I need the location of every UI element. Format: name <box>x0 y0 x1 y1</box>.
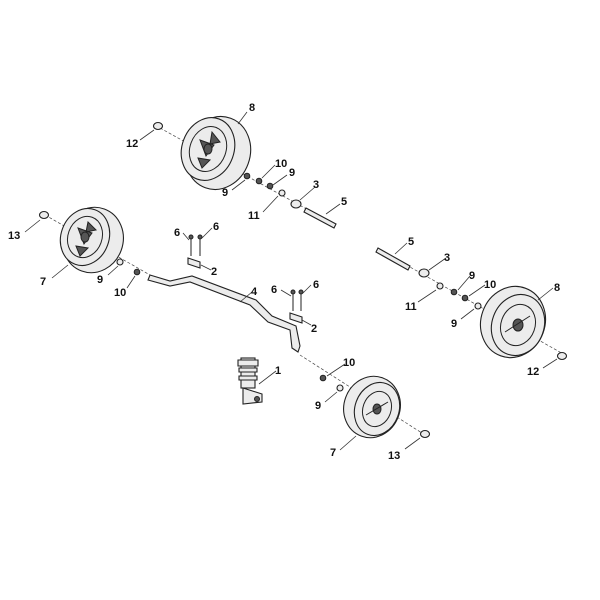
callout-9-front-left: 9 <box>97 274 103 286</box>
callout-10-rear-right: 10 <box>484 279 496 291</box>
callout-8-rear-left: 8 <box>249 102 255 114</box>
callout-6-left-a: 6 <box>174 227 180 239</box>
callout-11-right: 11 <box>405 301 417 313</box>
wheel-rear-right <box>479 285 547 359</box>
callout-12-rear-left: 12 <box>126 138 138 150</box>
callout-12-rear-right: 12 <box>527 366 539 378</box>
callout-9-rear-right-outer: 9 <box>469 270 475 282</box>
wheel-rear-left <box>180 115 252 191</box>
callout-10-front-right: 10 <box>343 357 355 369</box>
callout-5-right: 5 <box>408 236 414 248</box>
axle-bar <box>147 274 301 353</box>
callout-10-rear-left: 10 <box>275 158 287 170</box>
leader-lines <box>24 111 558 451</box>
callout-10-front-left: 10 <box>114 287 126 299</box>
callout-9-rear-left-inner: 9 <box>222 187 228 199</box>
callout-13-front-right: 13 <box>388 450 400 462</box>
brackets <box>187 234 304 324</box>
callout-5-left: 5 <box>341 196 347 208</box>
callout-3-left: 3 <box>313 179 319 191</box>
callout-4-axle: 4 <box>251 286 258 298</box>
callout-labels: 8 12 10 9 9 3 11 5 13 7 9 10 6 6 2 4 6 6… <box>8 102 560 462</box>
wheel-front-left <box>59 206 124 274</box>
callout-7-front-right: 7 <box>330 447 336 459</box>
callout-2-right: 2 <box>311 323 317 335</box>
callout-1-adjuster: 1 <box>275 365 281 377</box>
hardware <box>38 121 568 439</box>
callout-6-right-a: 6 <box>271 284 277 296</box>
wheel-front-right <box>343 375 401 439</box>
callout-6-left-b: 6 <box>213 221 219 233</box>
callout-9-front-right: 9 <box>315 400 321 412</box>
callout-8-rear-right: 8 <box>554 282 560 294</box>
callout-13-front-left: 13 <box>8 230 20 242</box>
callout-9-rear-right-inner: 9 <box>451 318 457 330</box>
height-adjuster <box>237 357 263 405</box>
callout-11-left: 11 <box>248 210 260 222</box>
callout-7-front-left: 7 <box>40 276 46 288</box>
callout-2-left: 2 <box>211 266 217 278</box>
callout-3-right: 3 <box>444 252 450 264</box>
callout-6-right-b: 6 <box>313 279 319 291</box>
axle-pins <box>290 199 430 278</box>
callout-9-rear-left-outer: 9 <box>289 167 295 179</box>
